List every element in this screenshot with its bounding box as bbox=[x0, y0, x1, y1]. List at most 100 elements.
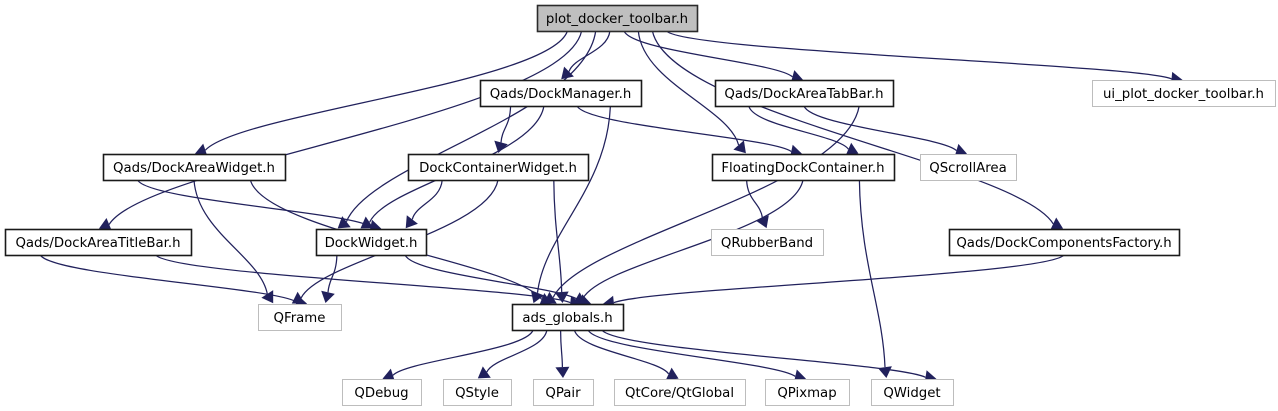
node-box[interactable] bbox=[765, 379, 850, 406]
node-box[interactable] bbox=[714, 79, 895, 108]
node-label: plot_docker_toolbar.h bbox=[546, 12, 688, 27]
arrowhead-root-to-areawidget bbox=[194, 143, 208, 157]
arrowhead-root-to-dockwidget bbox=[337, 216, 351, 229]
node-qdebug[interactable]: QDebug bbox=[342, 379, 422, 406]
node-box[interactable] bbox=[711, 153, 896, 182]
edge-globals-to-qpixmap bbox=[587, 329, 796, 377]
edge-globals-to-qpair bbox=[559, 329, 564, 368]
node-label: QPair bbox=[545, 386, 581, 401]
edge-globals-to-qtglobal bbox=[573, 329, 670, 375]
node-label: ads_globals.h bbox=[522, 311, 612, 326]
edge-root-to-dockmgr bbox=[568, 30, 611, 72]
arrowhead-root-to-floating bbox=[733, 140, 746, 154]
node-box[interactable] bbox=[4, 228, 193, 257]
edge-dockwidget-to-globals bbox=[404, 254, 581, 302]
node-ui-plot-docker-toolbar-h[interactable]: ui_plot_docker_toolbar.h bbox=[1092, 80, 1276, 107]
node-box[interactable] bbox=[342, 379, 422, 406]
node-box[interactable] bbox=[948, 228, 1181, 257]
node-qframe[interactable]: QFrame bbox=[258, 304, 342, 331]
node-label: Qads/DockManager.h bbox=[490, 87, 632, 102]
node-ads-globals-h[interactable]: ads_globals.h bbox=[511, 303, 625, 332]
node-label: Qads/DockAreaWidget.h bbox=[113, 161, 275, 176]
node-label: Qads/DockAreaTitleBar.h bbox=[15, 236, 180, 251]
node-box[interactable] bbox=[479, 79, 643, 108]
edge-container-to-globals bbox=[553, 179, 563, 293]
node-label: QRubberBand bbox=[721, 236, 813, 251]
arrowhead-root-to-titlebar bbox=[98, 218, 112, 231]
node-label: QFrame bbox=[274, 311, 326, 326]
arrowhead-dockmgr-to-dockwidget bbox=[360, 216, 374, 229]
arrowhead-globals-to-qtglobal bbox=[665, 367, 679, 381]
node-box[interactable] bbox=[511, 303, 625, 332]
node-qads-dockareatitlebar-h[interactable]: Qads/DockAreaTitleBar.h bbox=[4, 228, 193, 257]
node-label: Qads/DockComponentsFactory.h bbox=[956, 236, 1171, 251]
edge-root-to-floating bbox=[637, 30, 740, 146]
node-box[interactable] bbox=[443, 379, 512, 406]
node-label: QStyle bbox=[455, 386, 499, 401]
edge-floating-to-qwidget bbox=[858, 179, 886, 368]
node-box[interactable] bbox=[871, 379, 954, 406]
node-qads-dockareawidget-h[interactable]: Qads/DockAreaWidget.h bbox=[102, 153, 287, 182]
node-box[interactable] bbox=[258, 304, 342, 331]
edge-dockmgr-to-container bbox=[500, 105, 512, 143]
node-qpair[interactable]: QPair bbox=[533, 379, 594, 406]
node-dockcontainerwidget-h[interactable]: DockContainerWidget.h bbox=[407, 153, 590, 182]
edge-globals-to-qdebug bbox=[392, 329, 534, 376]
node-qads-dockmanager-h[interactable]: Qads/DockManager.h bbox=[479, 79, 643, 108]
edge-root-to-uihdr bbox=[666, 30, 1172, 80]
node-qads-dockareatabbar-h[interactable]: Qads/DockAreaTabBar.h bbox=[714, 79, 895, 108]
node-qstyle[interactable]: QStyle bbox=[443, 379, 512, 406]
arrowhead-areawidget-to-qframe bbox=[261, 290, 274, 304]
node-qwidget[interactable]: QWidget bbox=[871, 379, 954, 406]
node-label: QtCore/QtGlobal bbox=[625, 386, 734, 401]
edge-dockwidget-to-qframe bbox=[327, 254, 338, 293]
edge-tabbar-to-scrollarea bbox=[803, 105, 957, 152]
node-box[interactable] bbox=[711, 229, 824, 256]
node-box[interactable] bbox=[614, 379, 746, 406]
node-qads-dockcomponentsfactory-h[interactable]: Qads/DockComponentsFactory.h bbox=[948, 228, 1181, 257]
edge-titlebar-to-qframe bbox=[39, 254, 297, 303]
node-box[interactable] bbox=[102, 153, 287, 182]
node-label: QPixmap bbox=[777, 386, 836, 401]
arrowhead-dockmgr-to-container bbox=[494, 140, 508, 153]
node-box[interactable] bbox=[536, 4, 699, 33]
edge-floating-to-rubber bbox=[745, 179, 764, 219]
node-qpixmap[interactable]: QPixmap bbox=[765, 379, 850, 406]
arrowhead-container-to-dockwidget bbox=[405, 215, 418, 229]
node-label: FloatingDockContainer.h bbox=[721, 161, 884, 176]
node-label: QDebug bbox=[354, 386, 408, 401]
arrowhead-areawidget-to-globals bbox=[539, 293, 552, 306]
node-label: QScrollArea bbox=[929, 161, 1007, 176]
node-qscrollarea[interactable]: QScrollArea bbox=[920, 154, 1017, 181]
arrowhead-globals-to-qstyle bbox=[477, 366, 491, 379]
edge-root-to-titlebar bbox=[108, 30, 583, 225]
edge-globals-to-qwidget bbox=[601, 329, 926, 378]
node-plot-docker-toolbar-h[interactable]: plot_docker_toolbar.h bbox=[536, 4, 699, 33]
edge-floating-to-globals bbox=[582, 179, 804, 299]
node-label: QWidget bbox=[883, 386, 940, 401]
node-box[interactable] bbox=[315, 228, 428, 257]
node-qtcore-qtglobal[interactable]: QtCore/QtGlobal bbox=[614, 379, 746, 406]
edge-tabbar-to-globals bbox=[552, 105, 860, 298]
edge-root-to-dockwidget bbox=[345, 30, 597, 222]
edge-globals-to-qstyle bbox=[486, 329, 548, 373]
node-box[interactable] bbox=[533, 379, 594, 406]
arrowhead-tabbar-to-floating bbox=[845, 142, 859, 156]
edge-root-to-tabbar bbox=[623, 30, 793, 78]
edge-root-to-areawidget bbox=[204, 30, 568, 151]
arrowhead-floating-to-rubber bbox=[755, 215, 769, 229]
edge-dockmgr-to-floating bbox=[576, 105, 792, 153]
arrowhead-dockwidget-to-qframe bbox=[321, 290, 335, 303]
edge-container-to-dockwidget bbox=[411, 179, 443, 220]
node-floatingdockcontainer-h[interactable]: FloatingDockContainer.h bbox=[711, 153, 896, 182]
edge-factory-to-globals bbox=[613, 254, 1065, 304]
node-qrubberband[interactable]: QRubberBand bbox=[711, 229, 824, 256]
node-dockwidget-h[interactable]: DockWidget.h bbox=[315, 228, 428, 257]
node-box[interactable] bbox=[920, 154, 1017, 181]
arrowhead-root-to-factory bbox=[1050, 217, 1064, 231]
node-box[interactable] bbox=[407, 153, 590, 182]
edge-titlebar-to-globals bbox=[155, 254, 571, 304]
node-box[interactable] bbox=[1092, 80, 1276, 107]
